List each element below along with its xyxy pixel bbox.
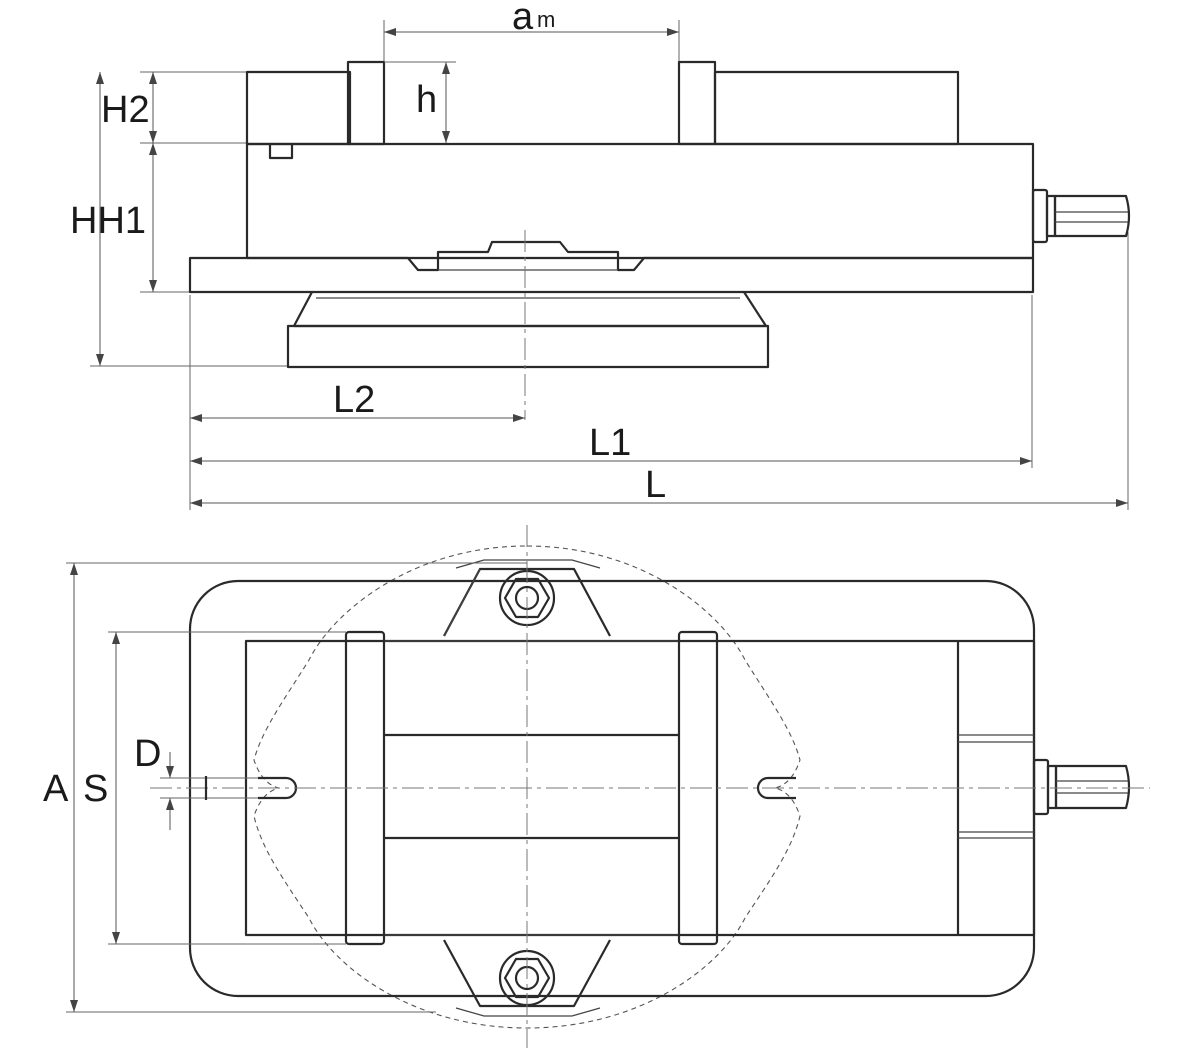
spindle-side [1031, 188, 1131, 244]
label-L: L [645, 464, 666, 506]
dim-S: S [83, 632, 120, 944]
vise-body [245, 142, 1035, 260]
label-A: A [43, 768, 69, 810]
dim-L1: L1 [190, 422, 1032, 465]
dim-h: h [384, 61, 456, 143]
dim-A: A [43, 563, 78, 1012]
body-notch [268, 144, 294, 160]
label-am: a [512, 0, 534, 38]
dim-H1 [149, 143, 157, 292]
dim-am: a m [384, 0, 679, 38]
side-view: a m h H2 HH1 [70, 0, 1131, 510]
spindle-top [1032, 758, 1131, 816]
movable-jaw-plate [677, 60, 717, 146]
swivel-neck [292, 291, 768, 328]
label-am-sub: m [537, 7, 555, 32]
base-plate [188, 240, 1035, 294]
label-h: h [416, 79, 437, 121]
dim-H2: H2 [101, 72, 157, 143]
label-L1: L1 [589, 422, 631, 464]
dim-D: D [134, 733, 258, 830]
side-extension-lines [90, 20, 1129, 510]
label-L2: L2 [333, 379, 375, 421]
label-S: S [83, 768, 108, 810]
label-H2: H2 [101, 89, 150, 131]
dim-L2: L2 [190, 379, 525, 422]
label-D: D [134, 733, 161, 775]
fixed-jaw-block [245, 70, 352, 146]
label-HH1: HH1 [70, 200, 146, 242]
right-slot [756, 776, 796, 800]
fixed-jaw-plate [346, 60, 386, 146]
dim-H: HH1 [70, 72, 146, 366]
top-view: A S D [43, 525, 1150, 1048]
movable-jaw-block [713, 70, 960, 146]
swivel-outline-dashed [253, 545, 801, 1029]
dim-L: L [190, 464, 1128, 507]
guide-rails [384, 733, 679, 840]
swivel-base [286, 324, 770, 369]
